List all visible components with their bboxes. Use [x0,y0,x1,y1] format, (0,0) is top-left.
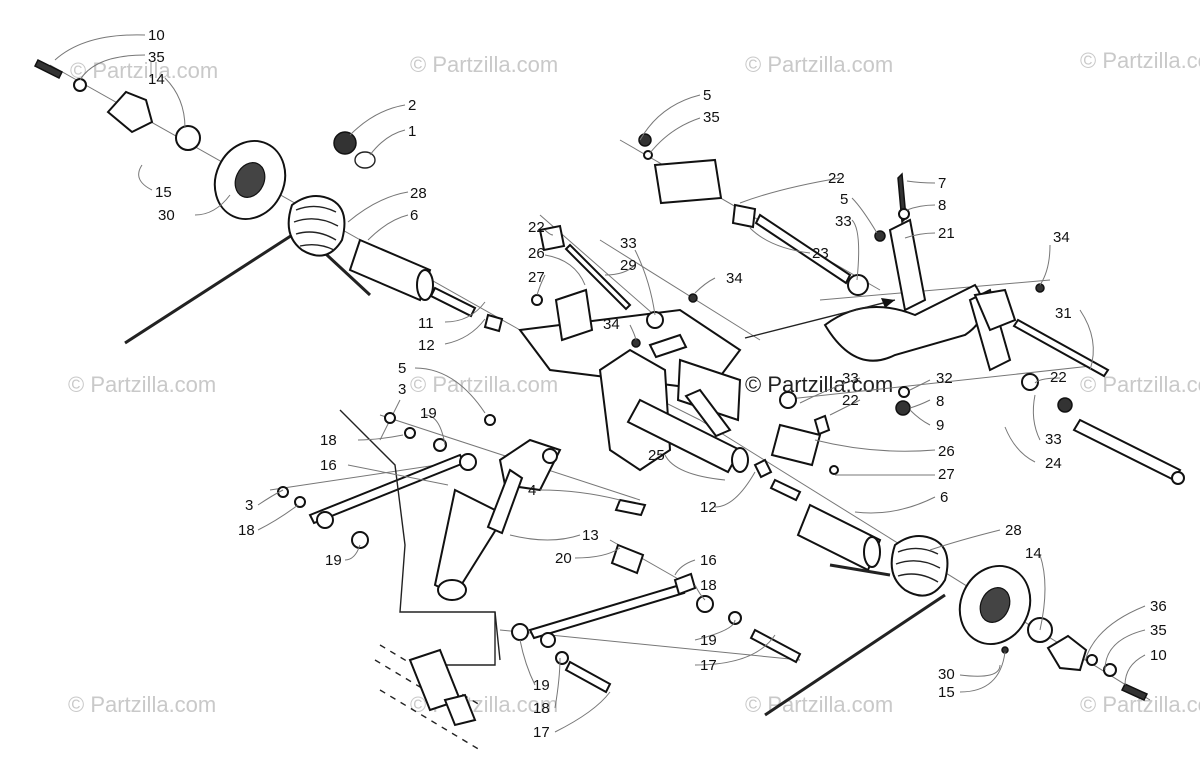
callout-label: 29 [620,257,637,274]
callout-label: 8 [938,197,946,214]
callout-label: 17 [700,657,717,674]
callout-label: 18 [533,700,550,717]
upper-shaft-parts [531,133,886,348]
callout-label: 26 [528,245,545,262]
callout-label: 35 [703,109,720,126]
callout-label: 5 [398,360,406,377]
lower-linkage [277,412,802,694]
callout-label: 19 [533,677,550,694]
callout-label: 18 [700,577,717,594]
watermark-text: © Partzilla.com [410,372,558,397]
callout-label: 12 [700,499,717,516]
callout-labels: 10 35 14 2 1 15 30 28 6 5 35 22 5 33 7 8… [148,27,1167,741]
callout-label: 16 [700,552,717,569]
frame-reference [339,409,501,751]
callout-label: 27 [528,269,545,286]
callout-label: 27 [938,466,955,483]
callout-label: 33 [835,213,852,230]
callout-label: 32 [936,370,953,387]
callout-label: 21 [938,225,955,242]
watermark-text: © Partzilla.com [745,52,893,77]
watermark-layer: © Partzilla.com © Partzilla.com © Partzi… [68,48,1200,717]
callout-label: 15 [938,684,955,701]
rear-arm-assembly [823,172,1110,416]
shock-absorber [433,438,562,601]
callout-label: 22 [528,219,545,236]
callout-label: 23 [812,245,829,262]
callout-label: 15 [155,184,172,201]
watermark-text: © Partzilla.com [745,372,893,397]
callout-label: 8 [936,393,944,410]
callout-label: 35 [148,49,165,66]
callout-label: 10 [1150,647,1167,664]
right-idler-wheel [958,565,1149,701]
watermark-text: © Partzilla.com [68,372,216,397]
callout-label: 11 [418,315,434,332]
left-idler-wheel [33,58,376,220]
left-spacer-tube [348,238,504,333]
callout-label: 22 [828,170,845,187]
callout-label: 34 [603,316,620,333]
callout-label: 16 [320,457,337,474]
callout-label: 13 [582,527,599,544]
callout-label: 30 [938,666,955,683]
callout-label: 20 [555,550,572,567]
right-torsion-spring [753,458,949,717]
callout-label: 1 [408,123,416,140]
watermark-text: © Partzilla.com [68,692,216,717]
callout-label: 14 [1025,545,1042,562]
callout-label: 5 [703,87,711,104]
callout-label: 18 [238,522,255,539]
callout-label: 19 [700,632,717,649]
callout-label: 25 [648,447,665,464]
callout-label: 14 [148,71,165,88]
callout-label: 22 [842,392,859,409]
callout-label: 31 [1055,305,1072,322]
assembly-arrow [744,298,896,339]
callout-label: 33 [842,370,859,387]
callout-label: 33 [1045,431,1062,448]
callout-label: 10 [148,27,165,44]
callout-label: 18 [320,432,337,449]
callout-label: 7 [938,175,946,192]
callout-label: 3 [398,381,406,398]
callout-leaders [54,34,1146,733]
callout-label: 2 [408,97,416,114]
right-hardware [770,373,1185,485]
callout-label: 17 [533,724,550,741]
callout-label: 6 [940,489,948,506]
left-torsion-spring [124,195,372,345]
callout-label: 5 [840,191,848,208]
callout-label: 4 [528,482,536,499]
callout-label: 30 [158,207,175,224]
callout-label: 22 [1050,369,1067,386]
callout-label: 6 [410,207,418,224]
callout-label: 33 [620,235,637,252]
callout-label: 9 [936,417,944,434]
callout-label: 28 [1005,522,1022,539]
callout-label: 19 [325,552,342,569]
callout-label: 35 [1150,622,1167,639]
watermark-text: © Partzilla.com [1080,48,1200,73]
callout-label: 12 [418,337,435,354]
watermark-text: © Partzilla.com [70,58,218,83]
callout-label: 34 [726,270,743,287]
watermark-text: © Partzilla.com [410,52,558,77]
callout-label: 36 [1150,598,1167,615]
watermark-text: © Partzilla.com [1080,372,1200,397]
callout-label: 26 [938,443,955,460]
callout-label: 24 [1045,455,1062,472]
callout-label: 34 [1053,229,1070,246]
callout-label: 19 [420,405,437,422]
callout-label: 3 [245,497,253,514]
callout-label: 28 [410,185,427,202]
